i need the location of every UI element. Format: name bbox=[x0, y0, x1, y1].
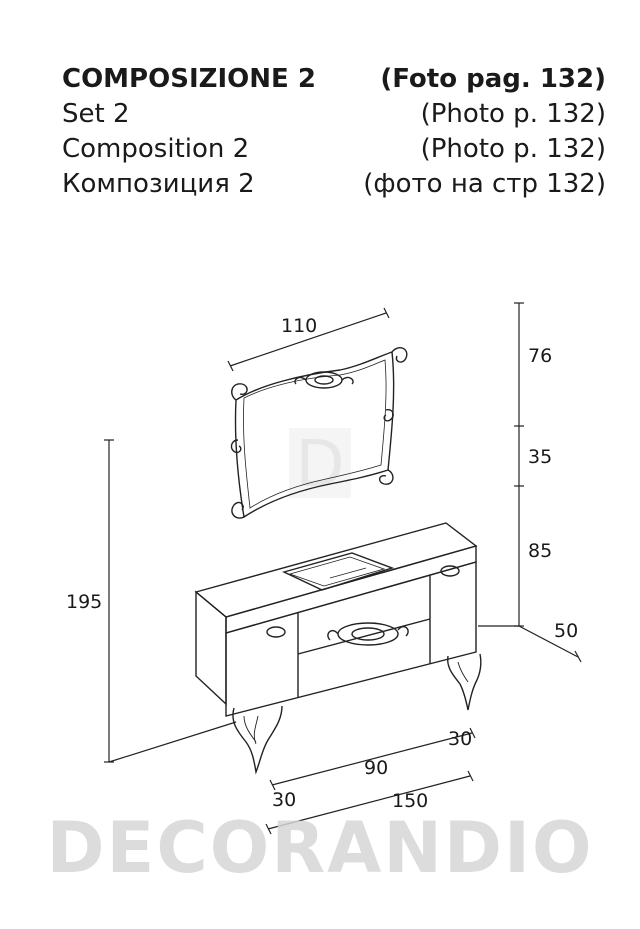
bottom-dimension-lines bbox=[265, 727, 476, 835]
dim-center: 90 bbox=[364, 757, 388, 779]
dim-gap: 35 bbox=[528, 446, 552, 468]
dim-total-width: 150 bbox=[392, 790, 428, 812]
dim-mirror-width: 110 bbox=[281, 315, 317, 337]
vanity-cabinet bbox=[194, 522, 482, 775]
photo-ref-it: (Foto pag. 132) bbox=[380, 64, 606, 94]
photo-ref-ru: (фото на стр 132) bbox=[363, 169, 606, 199]
watermark-logo-letter: D bbox=[295, 428, 344, 502]
watermark-logo: D bbox=[289, 428, 351, 502]
dim-cabinet-height: 85 bbox=[528, 540, 552, 562]
photo-ref-en-2: (Photo p. 132) bbox=[420, 134, 606, 164]
right-dimension-line bbox=[478, 302, 582, 663]
watermark-brand: DECORANDIO bbox=[46, 807, 593, 889]
title-it: COMPOSIZIONE 2 bbox=[62, 64, 316, 94]
title-ru: Композиция 2 bbox=[62, 169, 255, 199]
title-en-composition: Composition 2 bbox=[62, 134, 250, 164]
dim-side-right: 30 bbox=[448, 728, 472, 750]
left-dimension-line bbox=[104, 439, 237, 763]
dim-total-height: 195 bbox=[66, 591, 102, 613]
mirror-width-line bbox=[227, 307, 390, 372]
photo-ref-en-1: (Photo p. 132) bbox=[420, 99, 606, 129]
dim-side-left: 30 bbox=[272, 789, 296, 811]
dim-mirror-height: 76 bbox=[528, 345, 552, 367]
mirror bbox=[230, 347, 408, 519]
dim-depth: 50 bbox=[554, 620, 578, 642]
title-en-set: Set 2 bbox=[62, 99, 130, 129]
